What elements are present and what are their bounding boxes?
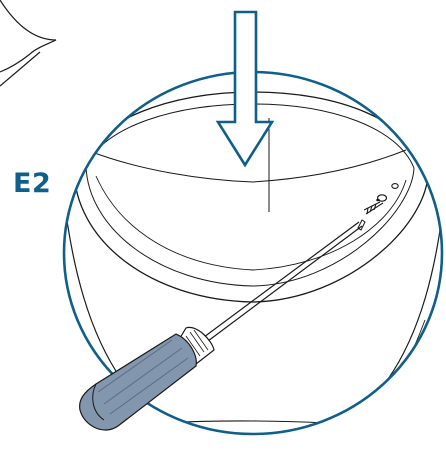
device-fragment [0, 0, 57, 87]
rim-inner [85, 103, 415, 287]
screwdriver-icon [79, 219, 366, 431]
cavity-line-right [252, 149, 407, 183]
product-body [64, 179, 442, 434]
step-label: E2 [13, 168, 52, 199]
detail-circle [62, 70, 444, 436]
cavity-line-left [91, 151, 254, 183]
down-arrow-icon [215, 10, 275, 168]
screw-icon [363, 183, 399, 215]
rim-bevel [95, 175, 407, 271]
